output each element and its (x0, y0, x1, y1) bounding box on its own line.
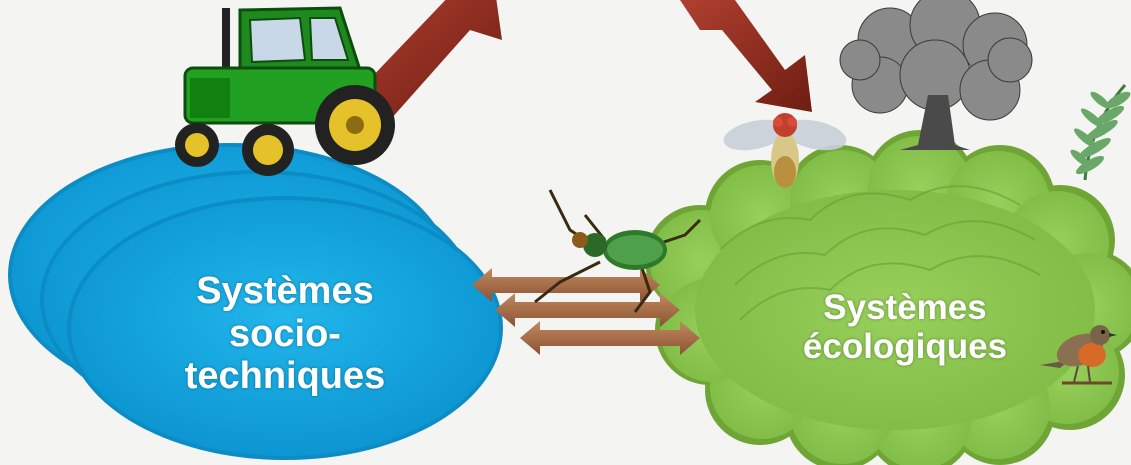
socio-label-line1: Systèmes (140, 270, 430, 313)
socio-label-line2: socio- (140, 313, 430, 356)
ecological-systems-label: Systèmes écologiques (760, 288, 1050, 366)
top-right-red-arrow (680, 0, 812, 112)
eco-label-line2: écologiques (760, 327, 1050, 366)
tree-icon (840, 0, 1032, 150)
double-arrow-top (472, 268, 660, 302)
double-arrow-middle (495, 293, 680, 327)
socio-label-line3: techniques (140, 355, 430, 398)
eco-label-line1: Systèmes (760, 288, 1050, 327)
fern-icon (1068, 85, 1131, 180)
socio-technical-systems-label: Systèmes socio- techniques (140, 270, 430, 398)
